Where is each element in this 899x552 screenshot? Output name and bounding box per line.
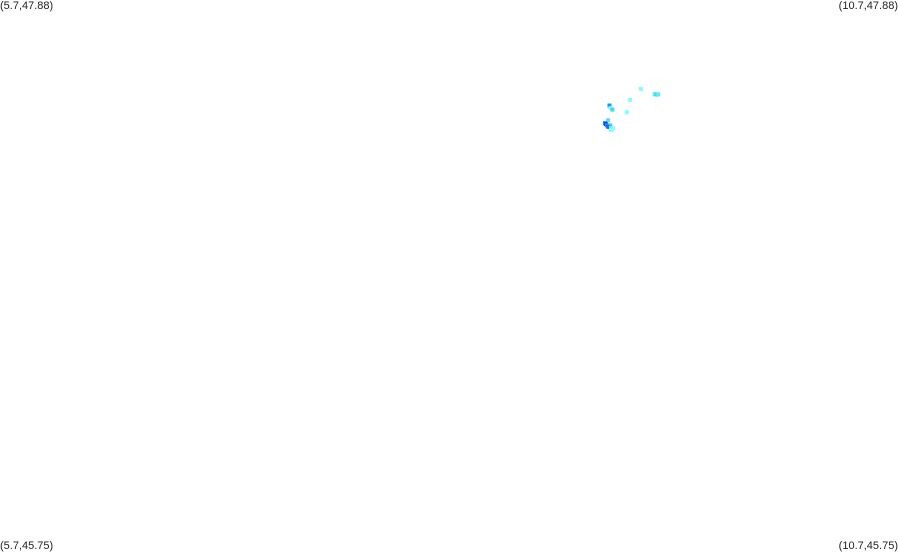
map-point-3 bbox=[656, 92, 661, 97]
map-point-5 bbox=[607, 103, 612, 108]
map-point-16 bbox=[609, 125, 613, 130]
map-point-4 bbox=[628, 97, 632, 102]
corner-label-top-right: (10.7,47.88) bbox=[838, 0, 898, 12]
corner-label-bottom-right: (10.7,45.75) bbox=[838, 540, 898, 552]
corner-label-bottom-left: (5.7,45.75) bbox=[0, 540, 54, 552]
map-point-8 bbox=[624, 110, 629, 115]
map-point-7 bbox=[610, 107, 615, 112]
map-point-18 bbox=[609, 128, 614, 133]
corner-label-top-left: (5.7,47.88) bbox=[0, 0, 54, 12]
map-point-0 bbox=[639, 86, 643, 91]
map-point-9 bbox=[606, 118, 611, 123]
